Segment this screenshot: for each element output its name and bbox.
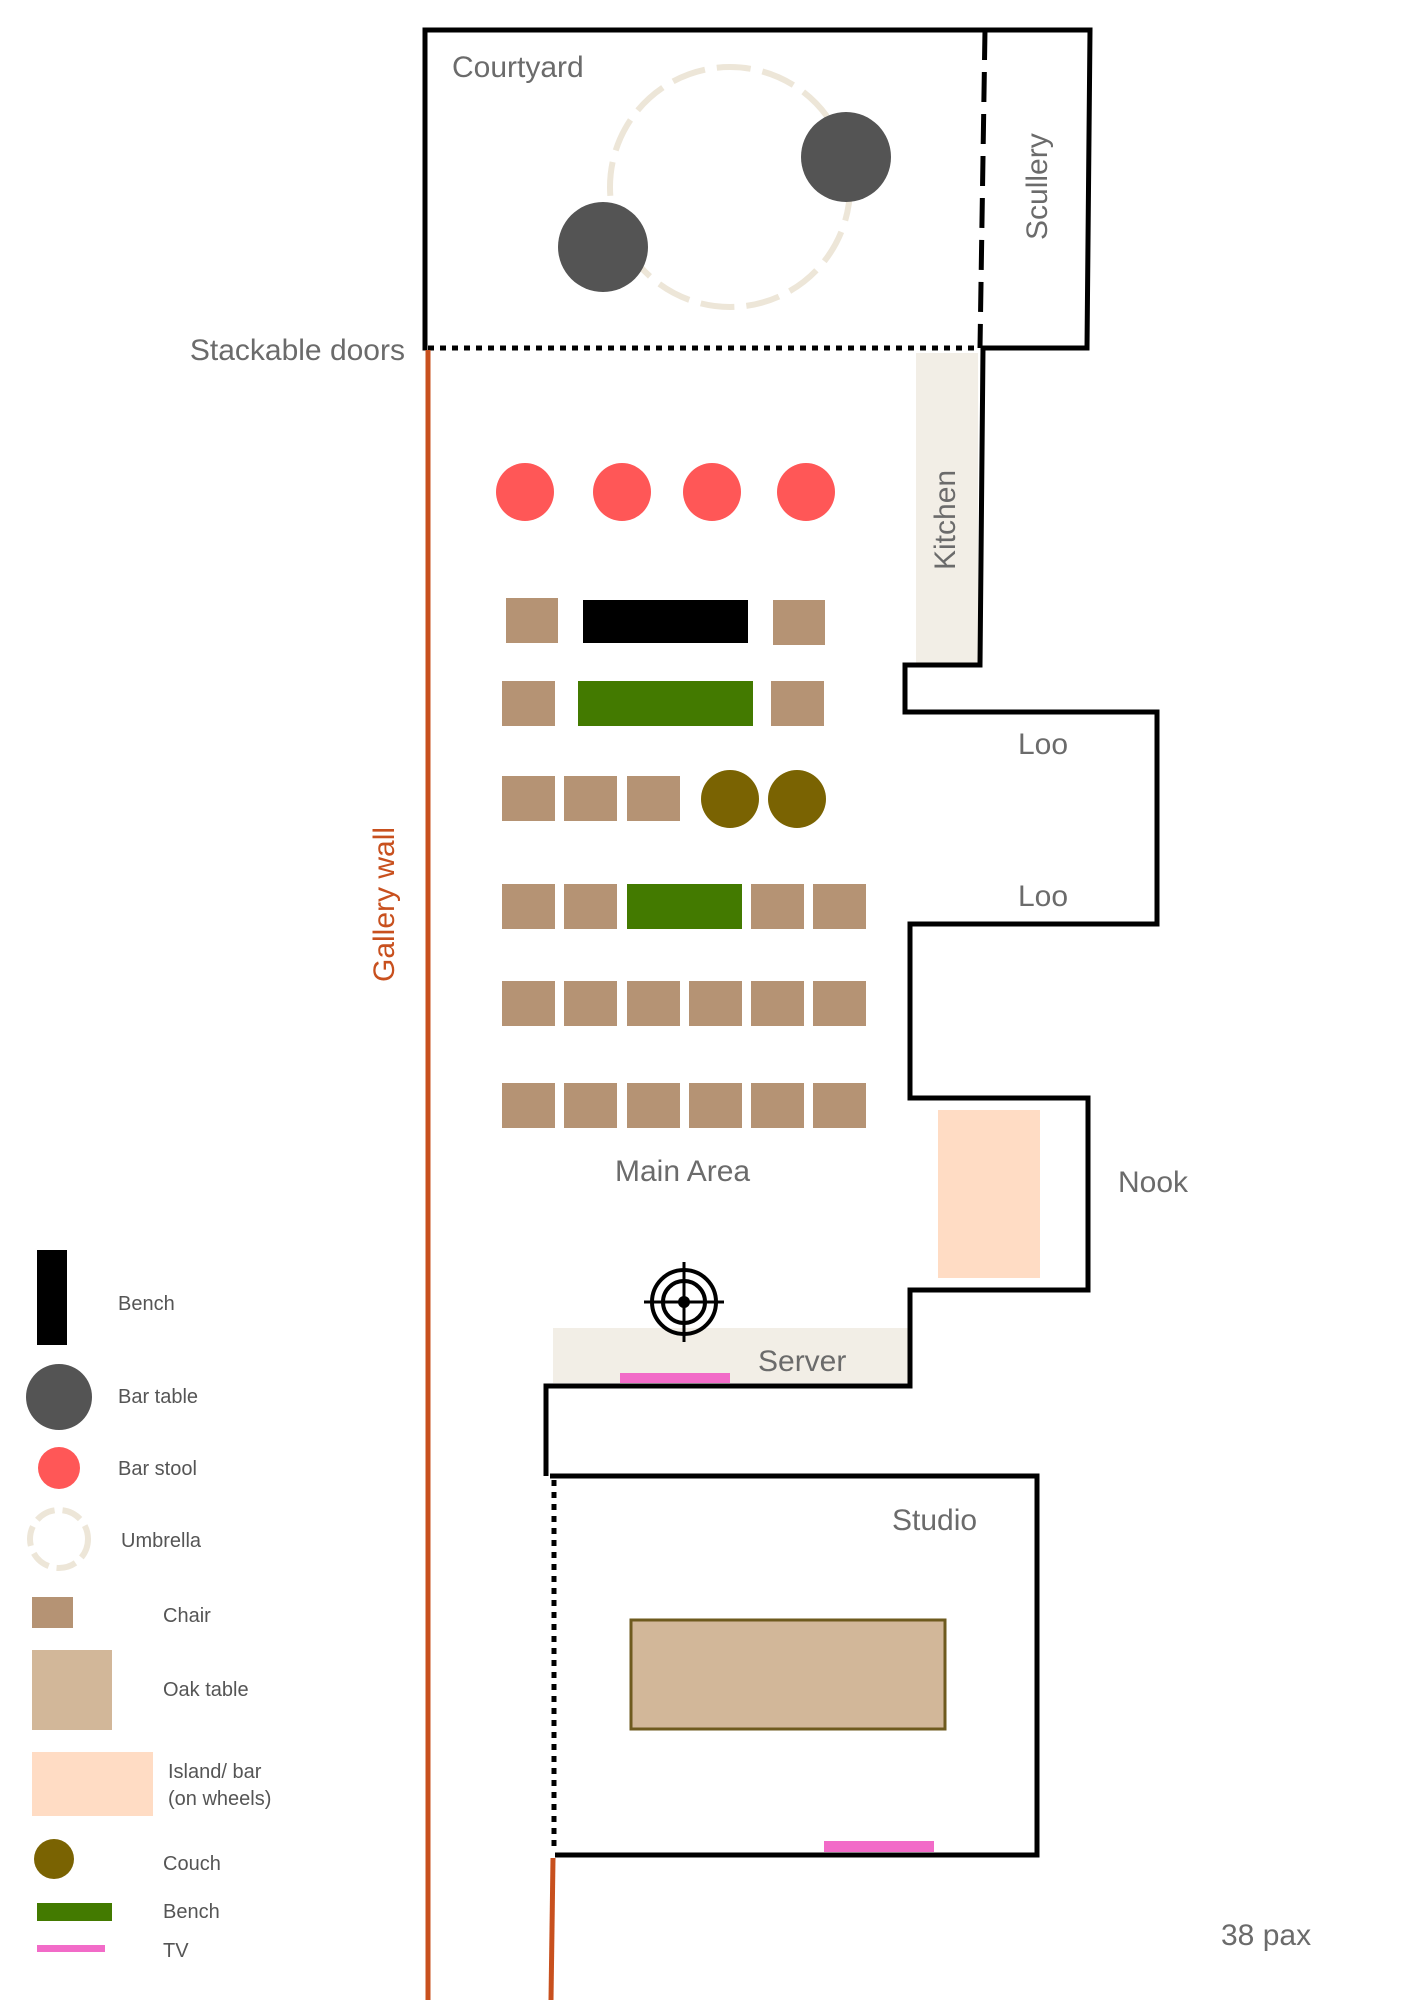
loo-label-2: Loo [1018,880,1068,913]
kitchen-label: Kitchen [929,470,962,570]
legend-bench-black-label: Bench [118,1293,175,1315]
bench-green [578,681,753,726]
chair [627,1083,680,1128]
chair [689,1083,742,1128]
courtyard-walls [422,27,1093,351]
scullery-partition [977,29,988,349]
tv [620,1373,730,1383]
east-walls [543,347,1160,1476]
studio-walls [550,1473,1040,1858]
legend-bar-stool-swatch [38,1447,80,1489]
loo-label-1: Loo [1018,728,1068,761]
chair [627,981,680,1026]
legend-chair-label: Chair [163,1605,211,1627]
legend-island-swatch [32,1752,153,1816]
legend-tv-label: TV [163,1940,189,1962]
chair [564,776,617,821]
couch [768,770,826,828]
main-area-label: Main Area [615,1155,750,1188]
bench-black [583,600,748,643]
legend-oak-table-label: Oak table [163,1679,249,1701]
bar-stools [496,463,835,521]
legend-umbrella-swatch [27,1507,91,1571]
chair [813,884,866,929]
chair [751,981,804,1026]
chair [564,981,617,1026]
server-label: Server [758,1345,846,1378]
gallery-wall-line-lower [548,1857,556,2000]
chair [502,776,555,821]
legend-bench-black-swatch [37,1250,67,1345]
chair [689,981,742,1026]
studio-label: Studio [892,1504,977,1537]
stackable-doors-label: Stackable doors [190,334,405,367]
chair [813,981,866,1026]
legend-bench-green-swatch [37,1903,112,1921]
legend: Bench Bar table Bar stool Umbrella Chair… [26,1250,271,1962]
legend-chair-swatch [32,1597,73,1628]
chair [506,598,558,643]
legend-tv-swatch [37,1945,105,1952]
bar-table [801,112,891,202]
chair [564,1083,617,1128]
nook-label: Nook [1118,1166,1189,1199]
legend-bar-table-label: Bar table [118,1386,198,1408]
chair [627,776,680,821]
legend-bar-stool-label: Bar stool [118,1458,197,1480]
kitchen-counter [916,353,978,665]
tv [824,1841,934,1852]
chair [502,1083,555,1128]
bench-green [627,884,742,929]
island-bar [938,1110,1040,1278]
bar-stool [683,463,741,521]
legend-oak-table-swatch [32,1650,112,1730]
gallery-wall-label: Gallery wall [368,827,401,982]
bar-stool [593,463,651,521]
capacity-label: 38 pax [1221,1919,1311,1952]
chair [773,600,825,645]
chair [564,884,617,929]
chair [502,681,555,726]
legend-couch-label: Couch [163,1853,221,1875]
chair [502,884,555,929]
chair-row [502,1083,866,1128]
chair [813,1083,866,1128]
chair [502,981,555,1026]
target-crosshair-icon [644,1262,724,1342]
legend-couch-swatch [34,1839,74,1879]
chair [751,884,804,929]
scullery-label: Scullery [1021,133,1054,240]
legend-umbrella-label: Umbrella [121,1530,202,1552]
couch [701,770,759,828]
chair-row [502,981,866,1026]
legend-island-label-line2: (on wheels) [168,1788,271,1810]
legend-bench-green-label: Bench [163,1901,220,1923]
chair [771,681,824,726]
server-counter [553,1328,910,1383]
bar-stool [496,463,554,521]
bar-stool [777,463,835,521]
legend-bar-table-swatch [26,1364,92,1430]
oak-table [629,1618,947,1731]
chair [751,1083,804,1128]
courtyard-label: Courtyard [452,51,584,84]
bar-table [558,202,648,292]
legend-island-label-line1: Island/ bar [168,1761,262,1783]
